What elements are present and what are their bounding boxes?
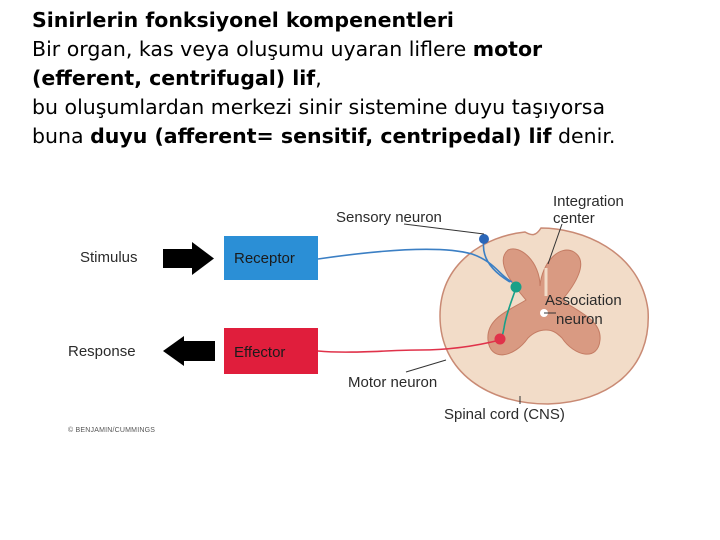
- association-neuron-label-2: neuron: [556, 311, 603, 328]
- sensory-neuron-cell-body: [479, 234, 489, 244]
- stimulus-arrow-icon: [163, 242, 214, 275]
- integration-center-label-1: Integration: [553, 193, 624, 210]
- stimulus-label: Stimulus: [80, 249, 138, 266]
- motor-neuron-cell-body: [495, 334, 506, 345]
- effector-label: Effector: [234, 344, 285, 361]
- sensory-neuron-label: Sensory neuron: [336, 209, 442, 226]
- receptor-label: Receptor: [234, 250, 295, 267]
- association-neuron-cell-body: [511, 282, 522, 293]
- copyright-credit: © BENJAMIN/CUMMINGS: [68, 426, 155, 434]
- integration-center-label-2: center: [553, 210, 595, 227]
- motor-neuron-label: Motor neuron: [348, 374, 437, 391]
- response-arrow-icon: [163, 336, 215, 366]
- response-label: Response: [68, 343, 136, 360]
- association-neuron-label-1: Association: [545, 292, 622, 309]
- spinal-cord-label: Spinal cord (CNS): [444, 406, 565, 423]
